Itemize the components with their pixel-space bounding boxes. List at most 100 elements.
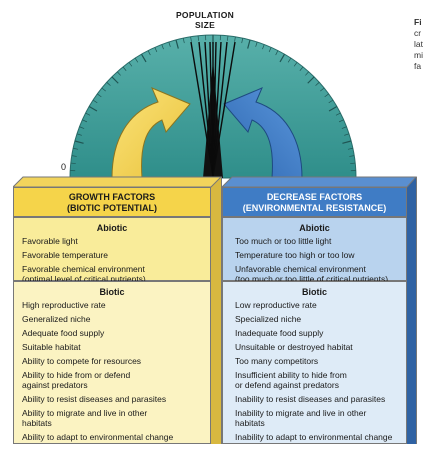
factor-item-line: Inability to resist diseases and parasit…: [235, 394, 386, 404]
gauge-tick: [79, 126, 85, 129]
gauge-tick: [71, 155, 77, 157]
gauge-tick: [320, 87, 325, 92]
factor-item-line: Temperature too high or too low: [235, 250, 355, 260]
gauge-tick: [101, 87, 106, 92]
gauge-tick: [106, 82, 111, 86]
factor-item-line: or defend against predators: [235, 380, 339, 390]
gauge-tick: [70, 162, 76, 164]
decrease-header-line-1: DECREASE FACTORS: [266, 192, 363, 202]
gauge-tick: [324, 93, 329, 98]
factor-item-line: Low reproductive rate: [235, 300, 317, 310]
gauge-tick: [74, 140, 84, 144]
factor-item: Inability to resist diseases and parasit…: [223, 394, 406, 404]
decrease-abiotic-title: Abiotic: [299, 223, 330, 233]
factor-item-line: habitats: [235, 418, 265, 428]
growth-header-line-1: GROWTH FACTORS: [68, 192, 156, 202]
gauge-tick: [299, 66, 304, 71]
gauge-tick: [307, 76, 315, 84]
gauge-tick: [111, 76, 119, 84]
factor-item: Adequate food supply: [14, 328, 210, 338]
factor-item-line: Generalized niche: [22, 314, 91, 324]
gauge-tick: [117, 71, 121, 76]
gauge-tick: [73, 147, 79, 150]
factor-item-line: Ability to migrate and live in other: [22, 408, 148, 418]
needle-line: [212, 41, 217, 177]
gauge-tick: [190, 36, 192, 42]
factor-item-line: Too much or too little light: [235, 236, 332, 246]
gauge-tick: [161, 44, 164, 50]
factor-item: Inadequate food supply: [223, 328, 406, 338]
needle-line: [190, 41, 214, 177]
caption-fragment: Fi: [414, 17, 422, 27]
gauge-tick: [88, 105, 98, 112]
factor-item-line: Suitable habitat: [22, 342, 81, 352]
factor-item: Favorable light: [14, 236, 210, 246]
factor-item: Ability to adapt to environmental change: [14, 432, 210, 442]
needle-line: [198, 41, 214, 177]
factor-item-line: Unfavorable chemical environment: [235, 264, 366, 274]
factor-item-line: Unsuitable or destroyed habitat: [235, 342, 353, 352]
factor-item-line: Inability to adapt to environmental chan…: [235, 432, 393, 442]
factor-item-line: Ability to resist diseases and parasites: [22, 394, 167, 404]
gauge-title: POPULATION SIZE: [150, 10, 260, 30]
gauge-tick: [128, 62, 133, 67]
factor-item: Ability to compete for resources: [14, 356, 210, 366]
factor-item: Too much or too little light: [223, 236, 406, 246]
gauge-tick: [122, 66, 127, 71]
gauge-tick: [175, 39, 179, 49]
caption-fragment: mi: [414, 50, 423, 60]
factor-item-line: (optimal level of critical nutrients): [22, 274, 146, 284]
gauge-tick: [82, 119, 88, 123]
gauge-tick: [350, 162, 356, 164]
needle-line: [212, 41, 236, 177]
needle-line: [204, 41, 214, 177]
growth-arrow-icon: [111, 87, 191, 179]
growth-factors-header: GROWTH FACTORS (BIOTIC POTENTIAL): [13, 187, 211, 217]
gauge-tick: [76, 133, 82, 136]
gauge-tick: [234, 36, 236, 42]
growth-box-side: [211, 177, 222, 444]
factor-item: High reproductive rate: [14, 300, 210, 310]
gauge-tick: [342, 140, 352, 144]
gauge-tick: [338, 119, 344, 123]
needle-line: [212, 41, 222, 177]
factor-item: Generalized niche: [14, 314, 210, 324]
gauge-tick: [140, 53, 147, 63]
factor-item-line: Adequate food supply: [22, 328, 105, 338]
factor-item-line: Insufficient ability to hide from: [235, 370, 347, 380]
factor-item-line: Ability to compete for resources: [22, 356, 142, 366]
gauge-tick: [293, 62, 298, 67]
gauge-tick: [344, 133, 350, 136]
factor-item-line: Inability to migrate and live in other: [235, 408, 367, 418]
gauge-tick: [85, 112, 91, 116]
gauge-tick: [168, 41, 171, 47]
decrease-arrow-icon: [223, 87, 303, 179]
factor-item-line: against predators: [22, 380, 88, 390]
gauge-tick: [347, 147, 353, 150]
population-gauge: [69, 34, 357, 179]
gauge-tick: [227, 35, 229, 41]
gauge-tick: [197, 35, 199, 41]
gauge-tick: [275, 50, 279, 56]
factor-item-line: habitats: [22, 418, 52, 428]
gauge-tick: [241, 38, 244, 44]
gauge-tick: [349, 155, 355, 157]
title-line-2: SIZE: [194, 20, 216, 30]
factor-item-line: High reproductive rate: [22, 300, 106, 310]
caption-fragment: lat: [414, 39, 423, 49]
gauge-tick: [335, 112, 341, 116]
factor-item: Low reproductive rate: [223, 300, 406, 310]
caption-fragment: fa: [414, 61, 422, 71]
factor-item: Inability to adapt to environmental chan…: [223, 432, 406, 442]
factor-item: Unsuitable or destroyed habitat: [223, 342, 406, 352]
